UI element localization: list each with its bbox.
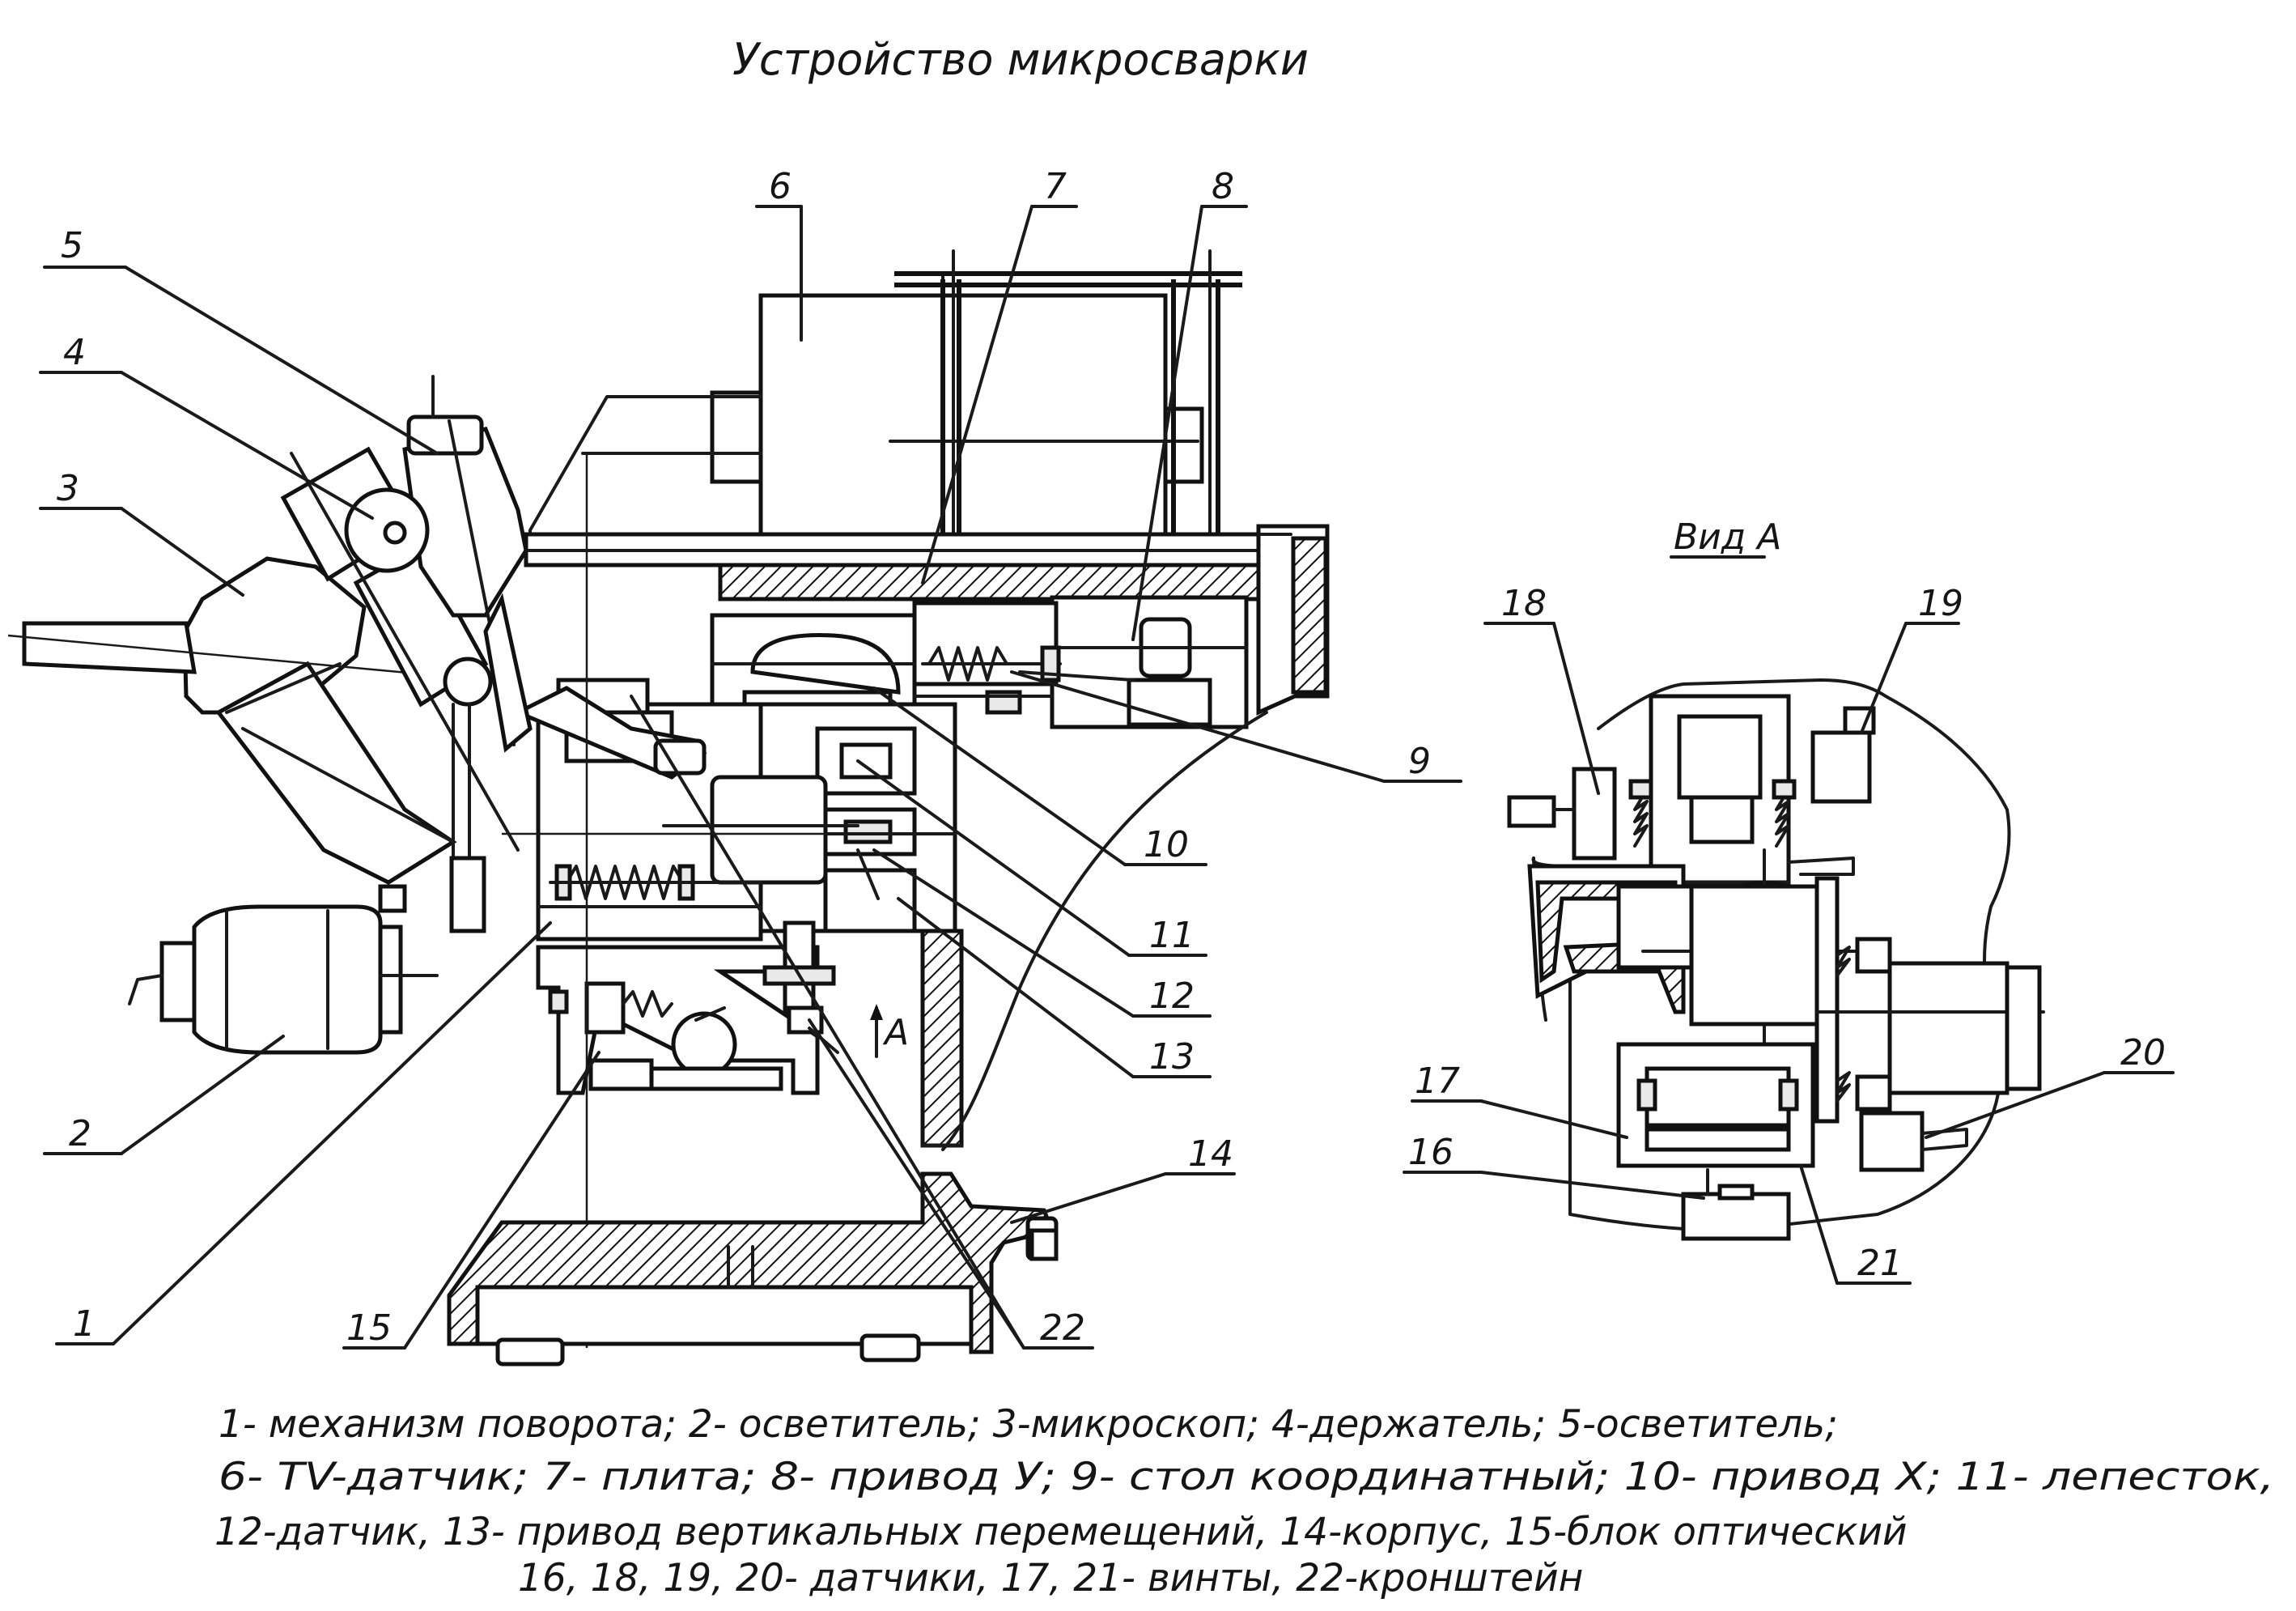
legend-line-3: 12-датчик, 13- привод вертикальных перем… bbox=[214, 1510, 1908, 1554]
callout-7: 7 bbox=[1044, 166, 1067, 207]
column bbox=[920, 929, 964, 1148]
callout-9: 9 bbox=[1408, 741, 1431, 782]
callout-6: 6 bbox=[769, 166, 792, 207]
arrow-a-label: А bbox=[882, 1012, 909, 1053]
callout-19: 19 bbox=[1918, 583, 1963, 624]
view-a: Вид А bbox=[1507, 516, 2045, 1241]
callout-numbers: 5 4 3 6 7 8 9 10 11 12 13 14 2 1 15 22 1… bbox=[57, 166, 2166, 1349]
rotation-mechanism-1 bbox=[536, 678, 859, 942]
view-arrow-a: А bbox=[870, 1004, 909, 1058]
callout-15: 15 bbox=[346, 1307, 392, 1349]
callout-14: 14 bbox=[1188, 1133, 1233, 1175]
callout-10: 10 bbox=[1144, 824, 1189, 865]
callout-1: 1 bbox=[73, 1303, 95, 1345]
right-end-block bbox=[1256, 524, 1330, 716]
view-a-title: Вид А bbox=[1674, 516, 1781, 558]
drive-y-8 bbox=[1050, 595, 1249, 729]
callout-8: 8 bbox=[1212, 166, 1234, 207]
legend-line-1: 1- механизм поворота; 2- осветитель; 3-м… bbox=[219, 1402, 1838, 1447]
callout-17: 17 bbox=[1415, 1061, 1460, 1102]
callout-2: 2 bbox=[69, 1113, 91, 1154]
callout-18: 18 bbox=[1501, 583, 1547, 624]
callout-5: 5 bbox=[61, 225, 83, 266]
legend-line-4: 16, 18, 19, 20- датчики, 17, 21- винты, … bbox=[518, 1556, 1583, 1600]
legend-line-2: 6- TV-датчик; 7- плита; 8- привод У; 9- … bbox=[219, 1455, 2274, 1499]
illuminator-2 bbox=[128, 904, 439, 1055]
callout-13: 13 bbox=[1149, 1036, 1195, 1078]
drive-x-10 bbox=[912, 601, 1135, 686]
callout-4: 4 bbox=[63, 332, 86, 373]
legend: 1- механизм поворота; 2- осветитель; 3-м… bbox=[214, 1402, 2274, 1600]
coordinate-table-9 bbox=[710, 613, 1054, 727]
callout-20: 20 bbox=[2120, 1032, 2166, 1073]
callout-3: 3 bbox=[57, 468, 79, 509]
optical-block-15 bbox=[536, 945, 820, 1095]
base-14 bbox=[447, 1171, 1059, 1367]
plate-7 bbox=[718, 563, 1261, 601]
callout-22: 22 bbox=[1040, 1307, 1085, 1349]
callout-16: 16 bbox=[1408, 1132, 1454, 1173]
main-assembly: А bbox=[7, 249, 1330, 1367]
callout-21: 21 bbox=[1857, 1243, 1903, 1284]
callout-11: 11 bbox=[1149, 915, 1195, 956]
drawing-title: Устройство микросварки bbox=[732, 34, 1309, 85]
illuminator-5 bbox=[344, 375, 533, 933]
callout-12: 12 bbox=[1149, 976, 1195, 1017]
leader-lines bbox=[39, 205, 2175, 1350]
